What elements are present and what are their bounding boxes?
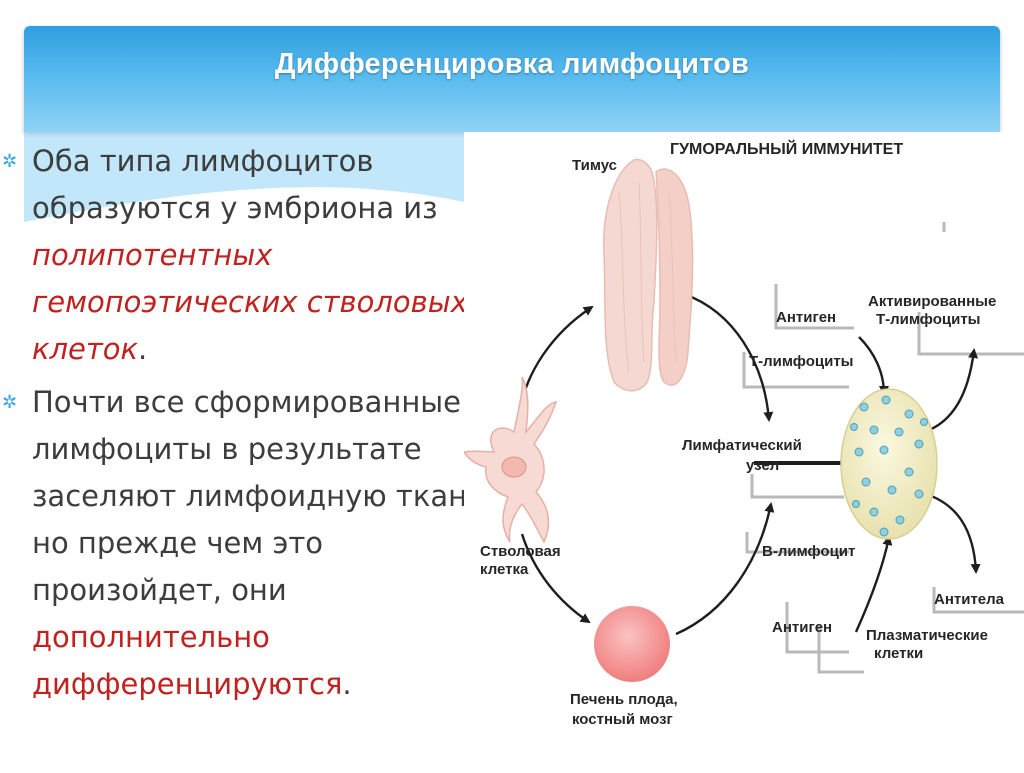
label-t-lymphocytes: Т-лимфоциты [749,353,854,370]
label-b-lymphocyte: В-лимфоцит [762,543,855,560]
arrow-to-activated [923,348,979,434]
star-bullet-icon: ✲ [2,392,18,413]
label-stem-cell-1: Стволовая [480,543,561,560]
stem-cell-icon [462,376,558,544]
label-lymph-node-1: Лимфатический [682,437,802,454]
diagram-heading: ГУМОРАЛЬНЫЙ ИММУНИТЕТ [670,139,903,158]
bullet-text-plain: Почти все сформированные лимфоциты в рез… [32,385,464,607]
bullet-text-highlight: полипотентных гемопоэтических стволовых … [32,238,464,366]
arrow-antigen2-to-node [854,535,893,633]
lymphocyte-diagram: ГУМОРАЛЬНЫЙ ИММУНИТЕТ Тимус Антиген Акти… [462,132,1024,768]
label-box-decorations [742,222,1024,674]
slide-title: Дифференцировка лимфоцитов [274,48,750,80]
label-antigen-top: Антиген [776,309,836,326]
bullet-text-plain: . [138,332,148,366]
bullet-text-plain: Оба типа лимфоцитов образуются у эмбрион… [32,144,438,225]
label-lymph-node-2: узел [746,457,779,474]
thymus-organ-icon [603,158,694,392]
bullet-text-highlight: дополнительно дифференцируются [32,620,343,701]
label-antibodies: Антитела [934,591,1005,608]
star-bullet-icon: ✲ [2,151,18,172]
arrow-liver-to-node [675,502,775,636]
label-liver-2: костный мозг [572,711,673,728]
label-activated-2: Т-лимфоциты [876,311,981,328]
label-activated-1: Активированные [868,293,996,310]
label-stem-cell-2: клетка [480,561,529,578]
liver-ball-icon [594,606,670,682]
lymph-node-icon [840,388,938,540]
header-wave-decoration [24,132,464,222]
label-thymus: Тимус [572,157,617,174]
arrow-thymus-to-node [683,292,774,422]
arrow-antigen-to-node [858,336,889,396]
label-antigen-bottom: Антиген [772,619,832,636]
label-plasma-1: Плазматические [866,627,988,644]
bullet-item: ✲ Оба типа лимфоцитов образуются у эмбрио… [0,138,464,373]
bullet-text-plain: . [342,667,352,701]
bullet-item: ✲ Почти все сформированные лимфоциты в ре… [0,379,464,708]
slide-header [24,26,1000,132]
arrow-stem-to-liver [520,533,591,624]
bullet-list: ✲ Оба типа лимфоцитов образуются у эмбрио… [0,138,464,768]
label-plasma-2: клетки [874,645,923,662]
label-liver-1: Печень плода, [570,691,678,708]
diagram-svg: ГУМОРАЛЬНЫЙ ИММУНИТЕТ Тимус Антиген Акти… [462,139,1024,728]
